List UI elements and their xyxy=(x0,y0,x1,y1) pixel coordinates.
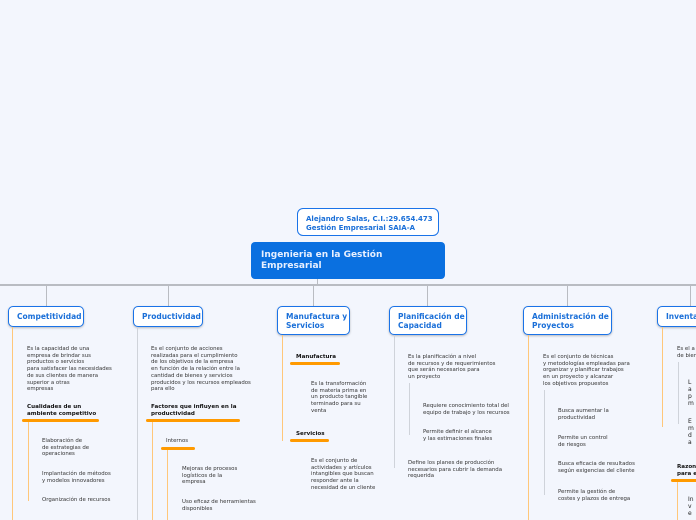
connector xyxy=(290,362,340,365)
node-administracion[interactable]: Administración de Proyectos xyxy=(523,306,612,335)
connector xyxy=(394,335,395,468)
competitividad-item[interactable]: Elaboración de de estrategias de operaci… xyxy=(42,438,90,458)
connector xyxy=(168,285,169,306)
node-label: Manufactura y Servicios xyxy=(286,312,348,330)
connector xyxy=(0,284,696,286)
node-inventario[interactable]: Inventa xyxy=(657,306,696,327)
connector xyxy=(662,327,663,427)
competitividad-item[interactable]: Implantación de métodos y modelos innova… xyxy=(42,471,111,484)
node-label: Planificación de Capacidad xyxy=(398,312,465,330)
connector xyxy=(690,285,691,306)
connector xyxy=(46,285,47,306)
planificacion-desc[interactable]: Es la planificación a nivel de recursos … xyxy=(408,354,496,381)
inventario-item[interactable]: E m d a xyxy=(688,418,694,446)
connector xyxy=(409,383,410,435)
manufactura-desc[interactable]: Es la transformación de materia prima en… xyxy=(311,381,368,414)
node-productividad[interactable]: Productividad xyxy=(133,306,203,327)
productividad-internos[interactable]: Internos xyxy=(166,438,189,444)
competitividad-desc[interactable]: Es la capacidad de una empresa de brinda… xyxy=(27,346,112,393)
productividad-item[interactable]: Uso eficaz de herramientas disponibles xyxy=(182,499,256,512)
connector xyxy=(12,327,13,520)
productividad-item[interactable]: Mejoras de procesos logísticos de la emp… xyxy=(182,466,238,486)
connector xyxy=(528,335,529,520)
productividad-desc[interactable]: Es el conjunto de acciones realizadas pa… xyxy=(151,346,251,393)
productividad-sub[interactable]: Factores que influyen en la productivida… xyxy=(151,404,237,417)
connector xyxy=(567,285,568,306)
node-planificacion[interactable]: Planificación de Capacidad xyxy=(389,306,467,335)
connector xyxy=(152,422,153,520)
root-node[interactable]: Ingenieria en la Gestión Empresarial xyxy=(251,242,445,279)
administracion-desc[interactable]: Es el conjunto de técnicas y metodología… xyxy=(543,354,630,387)
node-manufactura-servicios[interactable]: Manufactura y Servicios xyxy=(277,306,350,335)
administracion-item[interactable]: Permite la gestión de costes y plazos de… xyxy=(558,489,631,502)
connector xyxy=(22,419,99,422)
connector xyxy=(678,362,679,424)
connector xyxy=(146,419,240,422)
inventario-item[interactable]: L a p m xyxy=(688,379,694,407)
administracion-item[interactable]: Permite un control de riesgos xyxy=(558,435,608,448)
connector xyxy=(313,285,314,306)
planificacion-desc2[interactable]: Define los planes de producción necesari… xyxy=(408,460,503,480)
inventario-item[interactable]: In v e xyxy=(688,496,694,517)
node-label: Administración de Proyectos xyxy=(532,312,609,330)
connector xyxy=(317,279,318,285)
inventario-sub[interactable]: Razon para e xyxy=(677,464,696,477)
connector xyxy=(282,335,283,441)
connector xyxy=(161,447,195,450)
author-node[interactable]: Alejandro Salas, C.I.:29.654.473 Gestión… xyxy=(297,208,439,236)
servicios-title[interactable]: Servicios xyxy=(296,431,325,437)
inventario-desc[interactable]: Es el a de bien xyxy=(677,346,696,359)
administracion-item[interactable]: Busca aumentar la productividad xyxy=(558,408,609,421)
planificacion-item[interactable]: Requiere conocimiento total del equipo d… xyxy=(423,403,510,416)
connector xyxy=(167,450,168,520)
servicios-desc[interactable]: Es el conjunto de actividades y artículo… xyxy=(311,458,376,491)
connector xyxy=(28,422,29,501)
connector xyxy=(677,482,678,520)
connector xyxy=(290,439,329,442)
connector xyxy=(671,479,696,482)
connector xyxy=(544,390,545,495)
manufactura-title[interactable]: Manufactura xyxy=(296,354,337,360)
planificacion-item[interactable]: Permite definir el alcance y las estimac… xyxy=(423,429,493,442)
administracion-item[interactable]: Busca eficacia de resultados según exige… xyxy=(558,461,635,474)
competitividad-sub[interactable]: Cualidades de un ambiente competitivo xyxy=(27,404,97,417)
connector xyxy=(137,327,138,520)
connector xyxy=(427,285,428,306)
competitividad-item[interactable]: Organización de recursos xyxy=(42,497,111,503)
node-competitividad[interactable]: Competitividad xyxy=(8,306,84,327)
